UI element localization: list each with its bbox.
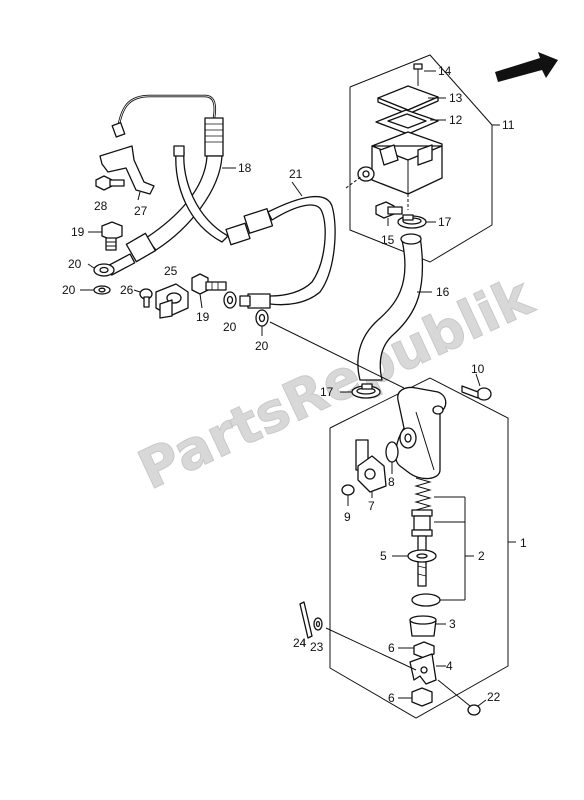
- callout-13: 13: [449, 91, 463, 105]
- clevis-bolt: [437, 679, 487, 716]
- reservoir-bolt: [375, 201, 403, 226]
- callout-28: 28: [94, 199, 108, 213]
- callout-6a: 6: [388, 641, 395, 655]
- callout-3: 3: [449, 617, 456, 631]
- callout-17b: 17: [320, 385, 334, 399]
- callout-20c: 20: [223, 320, 237, 334]
- callout-11: 11: [502, 118, 515, 132]
- clevis-nut-lower: [398, 687, 433, 707]
- callout-20d: 20: [255, 339, 269, 353]
- front-direction-arrow-icon: [495, 52, 558, 82]
- callout-18: 18: [238, 161, 252, 175]
- callout-9: 9: [344, 510, 351, 524]
- callout-5: 5: [380, 549, 387, 563]
- clamp-screw: [133, 288, 153, 308]
- callout-24: 24: [293, 636, 307, 650]
- callout-4: 4: [446, 659, 453, 673]
- callout-8: 8: [388, 475, 395, 489]
- callout-labels: 1 2 3 4 5 6 6 7 8 9 10 11 12 13 14 15 16…: [62, 64, 527, 705]
- circlip: [411, 593, 441, 607]
- piston-washer: [392, 549, 437, 563]
- pin-washer: [313, 617, 417, 671]
- callout-25: 25: [164, 264, 178, 278]
- brake-hose-21: [173, 145, 336, 309]
- hose-clamp-lower: [340, 383, 381, 399]
- callout-12: 12: [449, 113, 463, 127]
- washer-20b: [80, 285, 111, 295]
- master-cylinder-assembly: [329, 377, 516, 719]
- connector-screw: [341, 484, 355, 506]
- cylinder-screw: [461, 373, 492, 401]
- callout-22: 22: [487, 690, 501, 704]
- callout-27: 27: [134, 204, 148, 218]
- callout-20b: 20: [62, 283, 76, 297]
- callout-19a: 19: [71, 225, 85, 239]
- washer-20c: [223, 291, 237, 309]
- hose-clamp-upper: [397, 214, 436, 229]
- callout-6b: 6: [388, 691, 395, 705]
- callout-1: 1: [520, 536, 527, 550]
- watermark: PartsRepublik: [129, 264, 543, 502]
- hose-bracket: [99, 145, 155, 201]
- cotter-pin: [299, 601, 313, 646]
- bracket-bolt: [95, 175, 125, 191]
- callout-23: 23: [310, 640, 324, 654]
- reservoir-assembly: [345, 54, 500, 263]
- callout-15: 15: [381, 233, 395, 247]
- callout-16: 16: [436, 285, 450, 299]
- reservoir-hose: [357, 233, 432, 381]
- callout-10: 10: [471, 362, 485, 376]
- callout-26: 26: [120, 283, 134, 297]
- washer-20a: [87, 263, 115, 277]
- clevis: [409, 653, 446, 685]
- callout-20a: 20: [68, 257, 82, 271]
- hose-connector: [355, 439, 387, 498]
- washer-20d: [255, 309, 269, 336]
- callout-2: 2: [478, 549, 485, 563]
- callout-19b: 19: [196, 310, 210, 324]
- callout-17a: 17: [438, 215, 452, 229]
- clevis-nut-upper: [398, 641, 435, 659]
- callout-7: 7: [368, 499, 375, 513]
- dust-boot: [409, 615, 446, 637]
- union-bolt-right: [191, 273, 227, 309]
- callout-21: 21: [289, 167, 303, 181]
- brake-hose-18: [106, 94, 236, 276]
- piston-kit: [411, 477, 474, 601]
- union-bolt-left: [88, 221, 123, 251]
- hose-clamp-25: [155, 283, 189, 319]
- callout-14: 14: [438, 64, 452, 78]
